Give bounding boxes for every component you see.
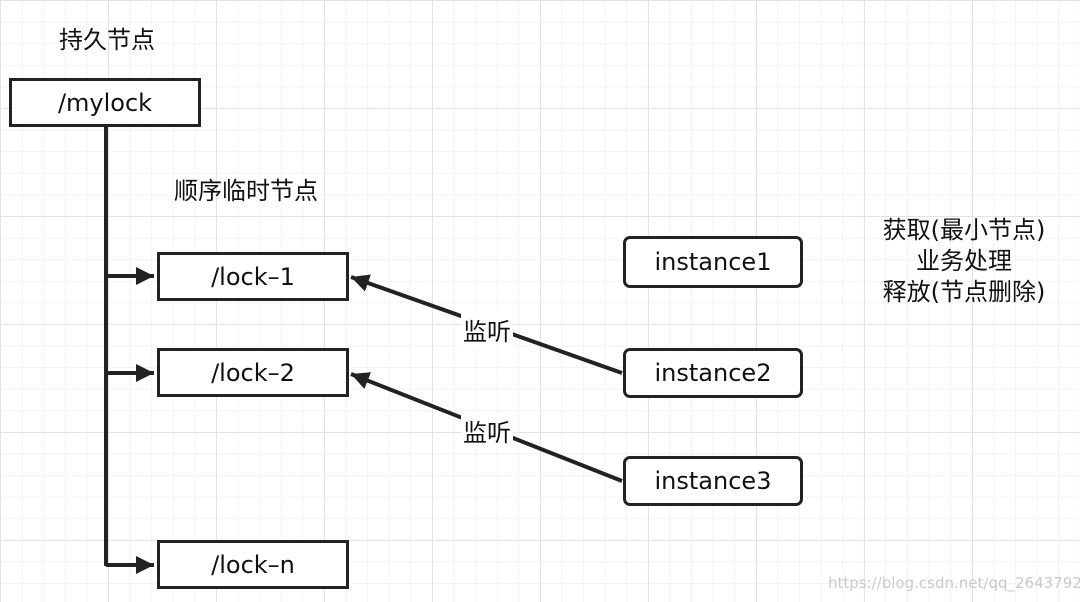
- listen-label-2: 监听: [461, 413, 513, 448]
- persistent-node-label: 持久节点: [59, 26, 155, 54]
- note-release: 释放(节点删除): [882, 278, 1046, 306]
- instance-3: instance3: [623, 456, 803, 506]
- instance-1: instance1: [623, 236, 803, 288]
- node-lock-1: /lock–1: [157, 252, 349, 301]
- listen-label-1: 监听: [461, 312, 513, 347]
- node-lock-2: /lock–2: [157, 348, 349, 397]
- instance-2: instance2: [623, 348, 803, 398]
- watermark: https://blog.csdn.net/qq_26437925: [828, 574, 1080, 592]
- node-lock-n: /lock–n: [157, 540, 349, 589]
- note-business: 业务处理: [916, 247, 1012, 275]
- sequential-ephemeral-node-label: 顺序临时节点: [174, 177, 318, 205]
- node-mylock: /mylock: [9, 78, 201, 127]
- note-acquire: 获取(最小节点): [882, 216, 1046, 244]
